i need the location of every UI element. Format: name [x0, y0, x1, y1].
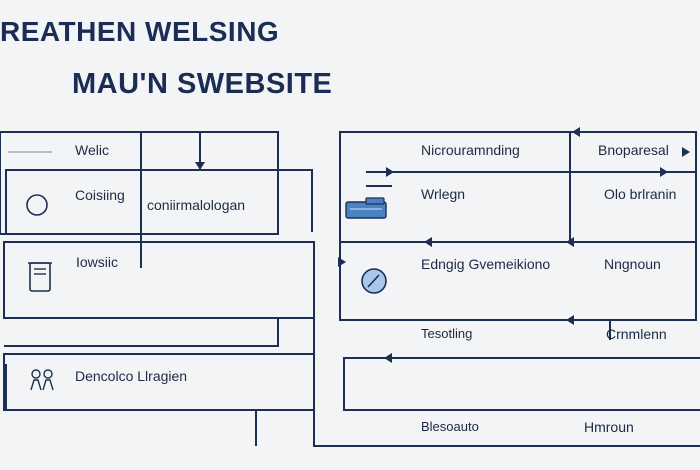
- arrow-2: [682, 147, 690, 157]
- row1-left-label: Nicrouramnding: [421, 142, 520, 158]
- box4-label: Dencolco Llragien: [75, 368, 188, 384]
- arrow-1: [572, 127, 580, 137]
- trash-can-icon: [28, 262, 52, 292]
- circle-icon: [26, 194, 48, 216]
- arrow-9: [195, 162, 205, 170]
- arrow-4: [660, 167, 668, 177]
- title-line-1: REATHEN WELSING: [0, 16, 280, 47]
- left-box-1: [0, 131, 279, 235]
- box1-label: Welic: [75, 142, 109, 158]
- row3-left-label: Edngig Gvemeikiono: [421, 256, 551, 272]
- arrow-5: [424, 237, 432, 247]
- row1-right-label: Bnoparesal: [598, 142, 669, 158]
- row2-left-label: Wrlegn: [421, 186, 466, 202]
- right-box-2: [343, 357, 700, 411]
- box2-label: Coisiing: [75, 187, 125, 203]
- arrow-6: [566, 237, 574, 247]
- row2-right-label: Olo brlranin: [604, 186, 677, 202]
- row5-right-label: Hmroun: [584, 419, 634, 435]
- title-line-2: MAU'N SWEBSITE: [72, 68, 333, 100]
- connector-a: [278, 169, 313, 232]
- right-box-1: [339, 131, 697, 321]
- arrow-7: [566, 315, 574, 325]
- row4-right-label: Crnmlenn: [606, 326, 667, 342]
- box2-sublabel: coniirmalologan: [147, 197, 246, 213]
- arrow-8: [384, 353, 392, 363]
- connector-e: [4, 409, 257, 446]
- people-icon: [30, 369, 54, 391]
- connector-d: [4, 318, 279, 347]
- connector-g: [313, 242, 700, 447]
- arrow-10: [338, 257, 346, 267]
- row4-left-label: Tesotling: [421, 326, 473, 341]
- arrow-3: [386, 167, 394, 177]
- box3-label: Iowsiic: [76, 254, 119, 270]
- row3-right-label: Nngnoun: [604, 256, 661, 272]
- row5-left-label: Blesoauto: [421, 419, 479, 434]
- folder-icon: [345, 197, 387, 219]
- clock-icon: [361, 268, 387, 294]
